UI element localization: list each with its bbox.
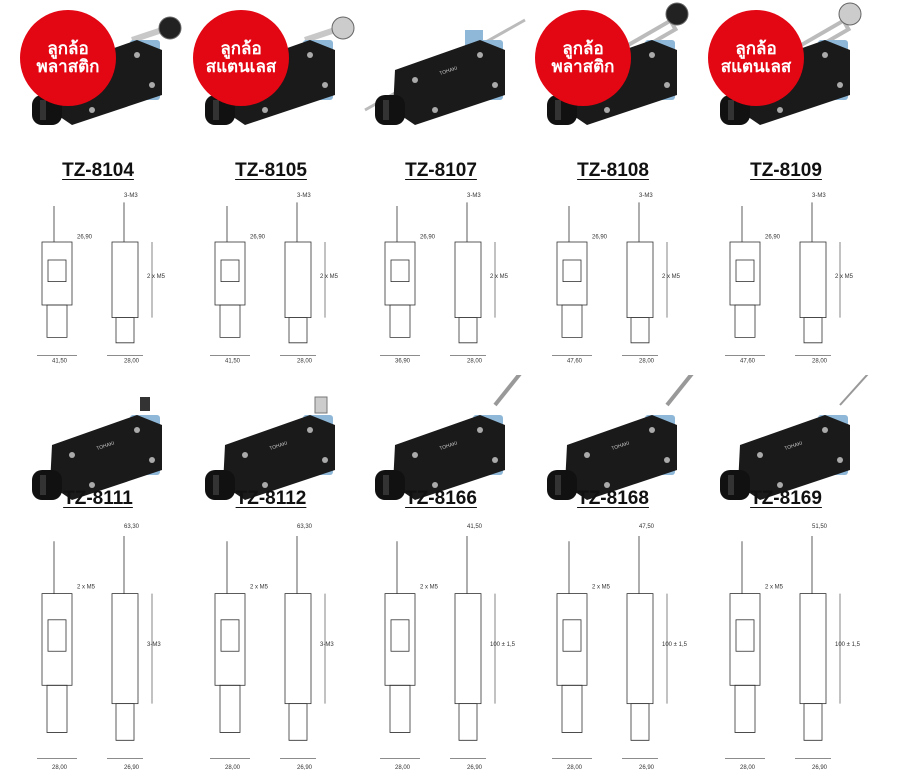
badge-text: ลูกล้อ — [562, 39, 604, 58]
model-label: TZ-8109 — [750, 160, 822, 181]
dimension-label: 28,00 — [52, 765, 68, 771]
model-label: TZ-8108 — [577, 160, 649, 181]
technical-drawing: 28,00 26,90 2 x M5 3-M3 63,30 — [12, 515, 184, 782]
dimension-label: 26,90 — [77, 234, 93, 240]
technical-drawing: 41,50 28,00 26,90 2 x M5 3-M3 — [185, 188, 357, 373]
dimension-label: 26,90 — [639, 765, 655, 771]
svg-text:TOHAKI: TOHAKI — [611, 440, 630, 451]
dimension-label: 26,90 — [765, 234, 781, 240]
limit-switch-photo: TOHAKI — [700, 354, 886, 530]
model-label: TZ-8111 — [63, 488, 133, 509]
dimension-label: 2 x M5 — [662, 274, 681, 280]
technical-drawing: 28,00 26,90 2 x M5 100 ± 1,5 47,50 — [527, 515, 699, 782]
dimension-label: 47,50 — [639, 524, 655, 530]
model-label: TZ-8168 — [577, 488, 649, 509]
dimension-label: 3-M3 — [320, 642, 334, 648]
dimension-label: 28,00 — [395, 765, 411, 771]
model-label: TZ-8166 — [405, 488, 477, 509]
dimension-label: 100 ± 1,5 — [835, 642, 861, 648]
technical-drawing: 28,00 26,90 2 x M5 100 ± 1,5 51,50 — [700, 515, 872, 782]
dimension-label: 3-M3 — [812, 193, 826, 199]
svg-text:TOHAKI: TOHAKI — [784, 440, 803, 451]
dimension-label: 2 x M5 — [592, 584, 611, 590]
dimension-label: 3-M3 — [297, 193, 311, 199]
dimension-label: 28,00 — [567, 765, 583, 771]
dimension-label: 47,60 — [740, 359, 756, 365]
dimension-label: 28,00 — [740, 765, 756, 771]
technical-drawing: 28,00 26,90 2 x M5 100 ± 1,5 41,50 — [355, 515, 527, 782]
dimension-label: 26,90 — [250, 234, 266, 240]
badge-text: สแตนเลส — [205, 57, 277, 76]
dimension-label: 63,30 — [124, 524, 140, 530]
badge-text: สแตนเลส — [720, 57, 792, 76]
technical-drawing: 41,50 28,00 26,90 2 x M5 3-M3 — [12, 188, 184, 373]
svg-text:TOHAKI: TOHAKI — [439, 65, 458, 76]
dimension-label: 41,50 — [52, 359, 68, 365]
dimension-label: 26,90 — [467, 765, 483, 771]
dimension-label: 3-M3 — [467, 193, 481, 199]
dimension-label: 2 x M5 — [250, 584, 269, 590]
technical-drawing: 47,60 28,00 26,90 2 x M5 3-M3 — [527, 188, 699, 373]
dimension-label: 2 x M5 — [420, 584, 439, 590]
dimension-label: 2 x M5 — [147, 274, 166, 280]
roller-type-badge: ลูกล้อพลาสติก — [535, 10, 631, 106]
dimension-label: 26,90 — [420, 234, 436, 240]
badge-text: พลาสติก — [551, 57, 615, 76]
dimension-label: 51,50 — [812, 524, 828, 530]
dimension-label: 26,90 — [124, 765, 140, 771]
dimension-label: 28,00 — [297, 359, 313, 365]
dimension-label: 28,00 — [467, 359, 483, 365]
badge-text: ลูกล้อ — [220, 39, 262, 58]
dimension-label: 41,50 — [225, 359, 241, 365]
limit-switch-photo: TOHAKI — [185, 375, 357, 530]
roller-type-badge: ลูกล้อพลาสติก — [20, 10, 116, 106]
badge-text: พลาสติก — [36, 57, 100, 76]
limit-switch-photo: TOHAKI — [12, 375, 184, 530]
dimension-label: 2 x M5 — [320, 274, 339, 280]
dimension-label: 3-M3 — [639, 193, 653, 199]
dimension-label: 47,60 — [567, 359, 583, 365]
model-label: TZ-8104 — [62, 160, 134, 181]
dimension-label: 63,30 — [297, 524, 313, 530]
model-label: TZ-8105 — [235, 160, 307, 181]
technical-drawing: 36,90 28,00 26,90 2 x M5 3-M3 — [355, 188, 527, 373]
dimension-label: 2 x M5 — [765, 584, 784, 590]
dimension-label: 3-M3 — [147, 642, 161, 648]
svg-text:TOHAKI: TOHAKI — [269, 440, 288, 451]
roller-type-badge: ลูกล้อสแตนเลส — [193, 10, 289, 106]
model-label: TZ-8169 — [750, 488, 822, 509]
dimension-label: 28,00 — [124, 359, 140, 365]
roller-type-badge: ลูกล้อสแตนเลส — [708, 10, 804, 106]
dimension-label: 2 x M5 — [77, 584, 96, 590]
limit-switch-photo: TOHAKI — [527, 353, 709, 530]
dimension-label: 3-M3 — [124, 193, 138, 199]
dimension-label: 100 ± 1,5 — [490, 642, 516, 648]
badge-text: ลูกล้อ — [47, 39, 89, 58]
dimension-label: 28,00 — [225, 765, 241, 771]
svg-text:TOHAKI: TOHAKI — [96, 440, 115, 451]
dimension-label: 28,00 — [812, 359, 828, 365]
limit-switch-photo: TOHAKI — [355, 0, 527, 155]
badge-text: ลูกล้อ — [735, 39, 777, 58]
dimension-label: 26,90 — [297, 765, 313, 771]
dimension-label: 2 x M5 — [490, 274, 509, 280]
model-label: TZ-8112 — [235, 488, 307, 509]
svg-text:TOHAKI: TOHAKI — [439, 440, 458, 451]
dimension-label: 28,00 — [639, 359, 655, 365]
technical-drawing: 47,60 28,00 26,90 2 x M5 3-M3 — [700, 188, 872, 373]
dimension-label: 36,90 — [395, 359, 411, 365]
dimension-label: 26,90 — [812, 765, 828, 771]
dimension-label: 100 ± 1,5 — [662, 642, 688, 648]
dimension-label: 41,50 — [467, 524, 483, 530]
dimension-label: 26,90 — [592, 234, 608, 240]
model-label: TZ-8107 — [405, 160, 477, 181]
dimension-label: 2 x M5 — [835, 274, 854, 280]
limit-switch-photo: TOHAKI — [355, 353, 537, 530]
technical-drawing: 28,00 26,90 2 x M5 3-M3 63,30 — [185, 515, 357, 782]
